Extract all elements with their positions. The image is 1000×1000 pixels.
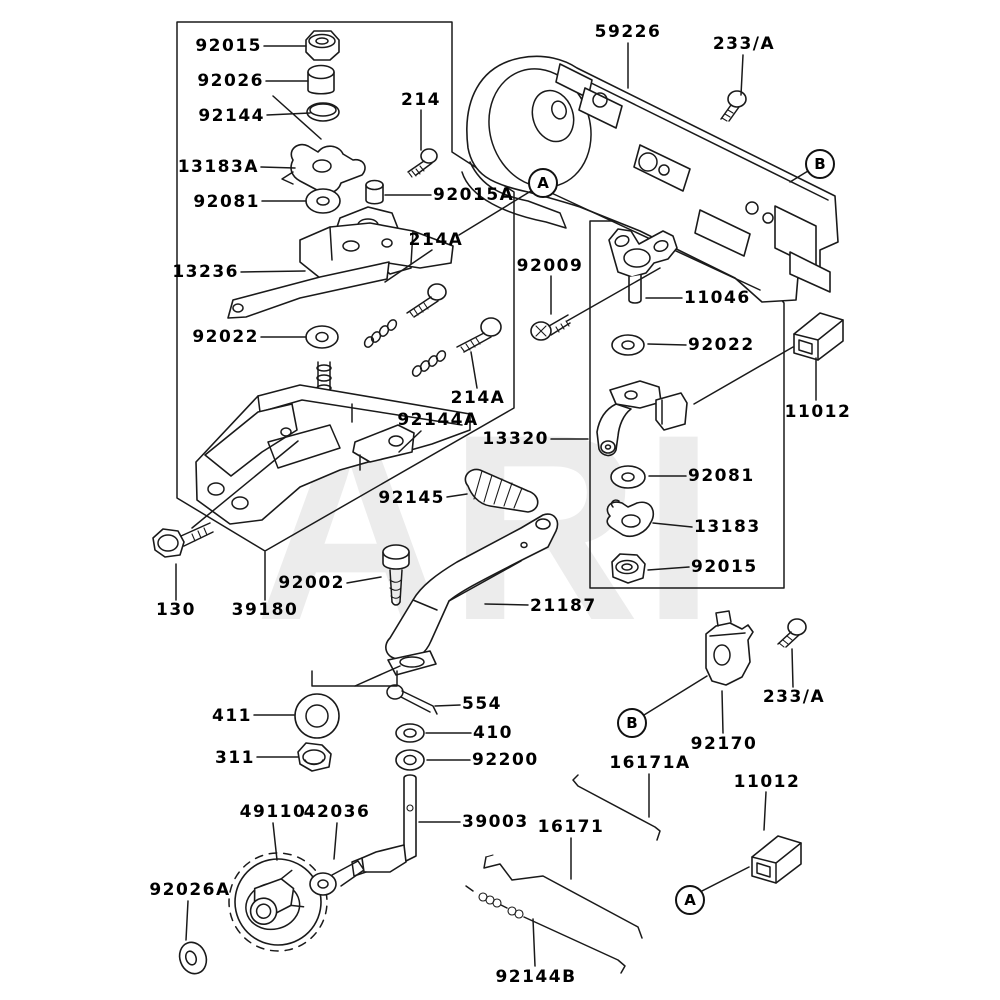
part-130-bolt[interactable] (152, 522, 214, 558)
part-label-13320[interactable]: 13320 (482, 429, 549, 449)
part-label-410[interactable]: 410 (473, 723, 513, 743)
part-16171-rod[interactable] (483, 854, 643, 939)
part-554-cotter-pin[interactable] (386, 684, 438, 715)
part-92144b-rod[interactable] (465, 885, 626, 974)
part-label-92015[interactable]: 92015 (691, 557, 758, 577)
part-label-42036[interactable]: 42036 (303, 802, 371, 822)
group-box-left (176, 21, 515, 552)
part-label-411[interactable]: 411 (212, 706, 252, 726)
part-label-92081[interactable]: 92081 (193, 192, 260, 212)
leader-lines (175, 42, 817, 967)
part-label-16171[interactable]: 16171 (537, 817, 605, 837)
part-11012-bushing-top[interactable] (793, 312, 844, 361)
part-label-39003[interactable]: 39003 (462, 812, 529, 832)
part-label-130[interactable]: 130 (156, 600, 196, 620)
part-13320-lever[interactable] (596, 380, 688, 457)
part-label-16171A[interactable]: 16171A (609, 753, 691, 773)
part-92002-bolt[interactable] (382, 544, 410, 606)
view-balloon-B: B (805, 149, 835, 179)
part-11012-bushing-bottom[interactable] (751, 835, 802, 884)
part-label-92015[interactable]: 92015 (195, 36, 262, 56)
part-label-92144A[interactable]: 92144A (397, 410, 479, 430)
view-balloon-A: A (675, 885, 705, 915)
part-label-92022[interactable]: 92022 (192, 327, 259, 347)
part-label-92026[interactable]: 92026 (197, 71, 264, 91)
part-411-collar[interactable] (294, 693, 340, 739)
part-92009-screw[interactable] (530, 314, 571, 341)
part-label-214A[interactable]: 214A (450, 388, 506, 408)
part-label-92144B[interactable]: 92144B (495, 967, 577, 987)
part-label-92009[interactable]: 92009 (516, 256, 584, 276)
part-233a-screw-bottom[interactable] (777, 618, 807, 648)
part-92022-washer-right[interactable] (611, 334, 645, 356)
part-92081-washer-top[interactable] (305, 188, 341, 214)
part-label-13236[interactable]: 13236 (172, 262, 239, 282)
part-16171a-link[interactable] (572, 774, 661, 841)
part-410-washer[interactable] (395, 723, 425, 743)
part-label-49110[interactable]: 49110 (239, 802, 307, 822)
part-label-92170[interactable]: 92170 (690, 734, 758, 754)
part-label-92144[interactable]: 92144 (198, 106, 265, 126)
part-21187-lever[interactable] (385, 513, 559, 676)
part-label-11012[interactable]: 11012 (784, 402, 852, 422)
part-label-554[interactable]: 554 (462, 694, 502, 714)
part-39180-plate[interactable] (195, 384, 471, 525)
view-balloon-B: B (617, 708, 647, 738)
part-label-59226[interactable]: 59226 (594, 22, 662, 42)
part-label-13183A[interactable]: 13183A (177, 157, 259, 177)
part-13183-cam[interactable] (606, 499, 655, 538)
part-label-92200[interactable]: 92200 (472, 750, 539, 770)
part-label-92145[interactable]: 92145 (378, 488, 445, 508)
part-label-92026A[interactable]: 92026A (149, 880, 231, 900)
part-label-92002[interactable]: 92002 (278, 573, 345, 593)
part-39003-rod[interactable] (351, 774, 417, 877)
part-214a-bolt-1[interactable] (363, 283, 447, 349)
part-label-39180[interactable]: 39180 (231, 600, 299, 620)
part-214-screw[interactable] (407, 148, 438, 178)
part-59226-housing[interactable] (461, 55, 839, 303)
part-13183a-cam[interactable] (281, 143, 366, 195)
part-233a-screw-top[interactable] (720, 90, 747, 122)
part-label-92015A[interactable]: 92015A (433, 185, 515, 205)
part-11046-bracket[interactable] (608, 228, 678, 304)
part-label-11012[interactable]: 11012 (733, 772, 801, 792)
part-label-233-A[interactable]: 233/A (762, 687, 826, 707)
part-label-11046[interactable]: 11046 (684, 288, 751, 308)
part-label-92022[interactable]: 92022 (688, 335, 755, 355)
part-92015-nut-top[interactable] (305, 30, 340, 61)
part-214a-bolt-2[interactable] (411, 317, 502, 378)
part-92026-bushing[interactable] (307, 64, 335, 95)
part-311-nut[interactable] (297, 742, 332, 772)
part-92081-washer-right[interactable] (610, 465, 646, 489)
part-92200-washer[interactable] (395, 749, 425, 771)
part-92015a-collar[interactable] (365, 179, 384, 205)
part-92145-spring[interactable] (464, 468, 539, 513)
part-92026a-washer[interactable] (175, 939, 210, 978)
view-balloon-A: A (528, 168, 558, 198)
part-92144-ring[interactable] (306, 102, 340, 122)
part-label-214A[interactable]: 214A (408, 230, 464, 250)
part-92015-nut-right[interactable] (611, 553, 646, 584)
part-label-13183[interactable]: 13183 (694, 517, 761, 537)
part-label-214[interactable]: 214 (401, 90, 441, 110)
part-label-233-A[interactable]: 233/A (712, 34, 776, 54)
part-92170-clamp[interactable] (705, 610, 754, 686)
part-13236-plate[interactable] (227, 222, 454, 319)
part-label-92081[interactable]: 92081 (688, 466, 755, 486)
part-label-311[interactable]: 311 (215, 748, 255, 768)
part-label-21187[interactable]: 21187 (530, 596, 597, 616)
